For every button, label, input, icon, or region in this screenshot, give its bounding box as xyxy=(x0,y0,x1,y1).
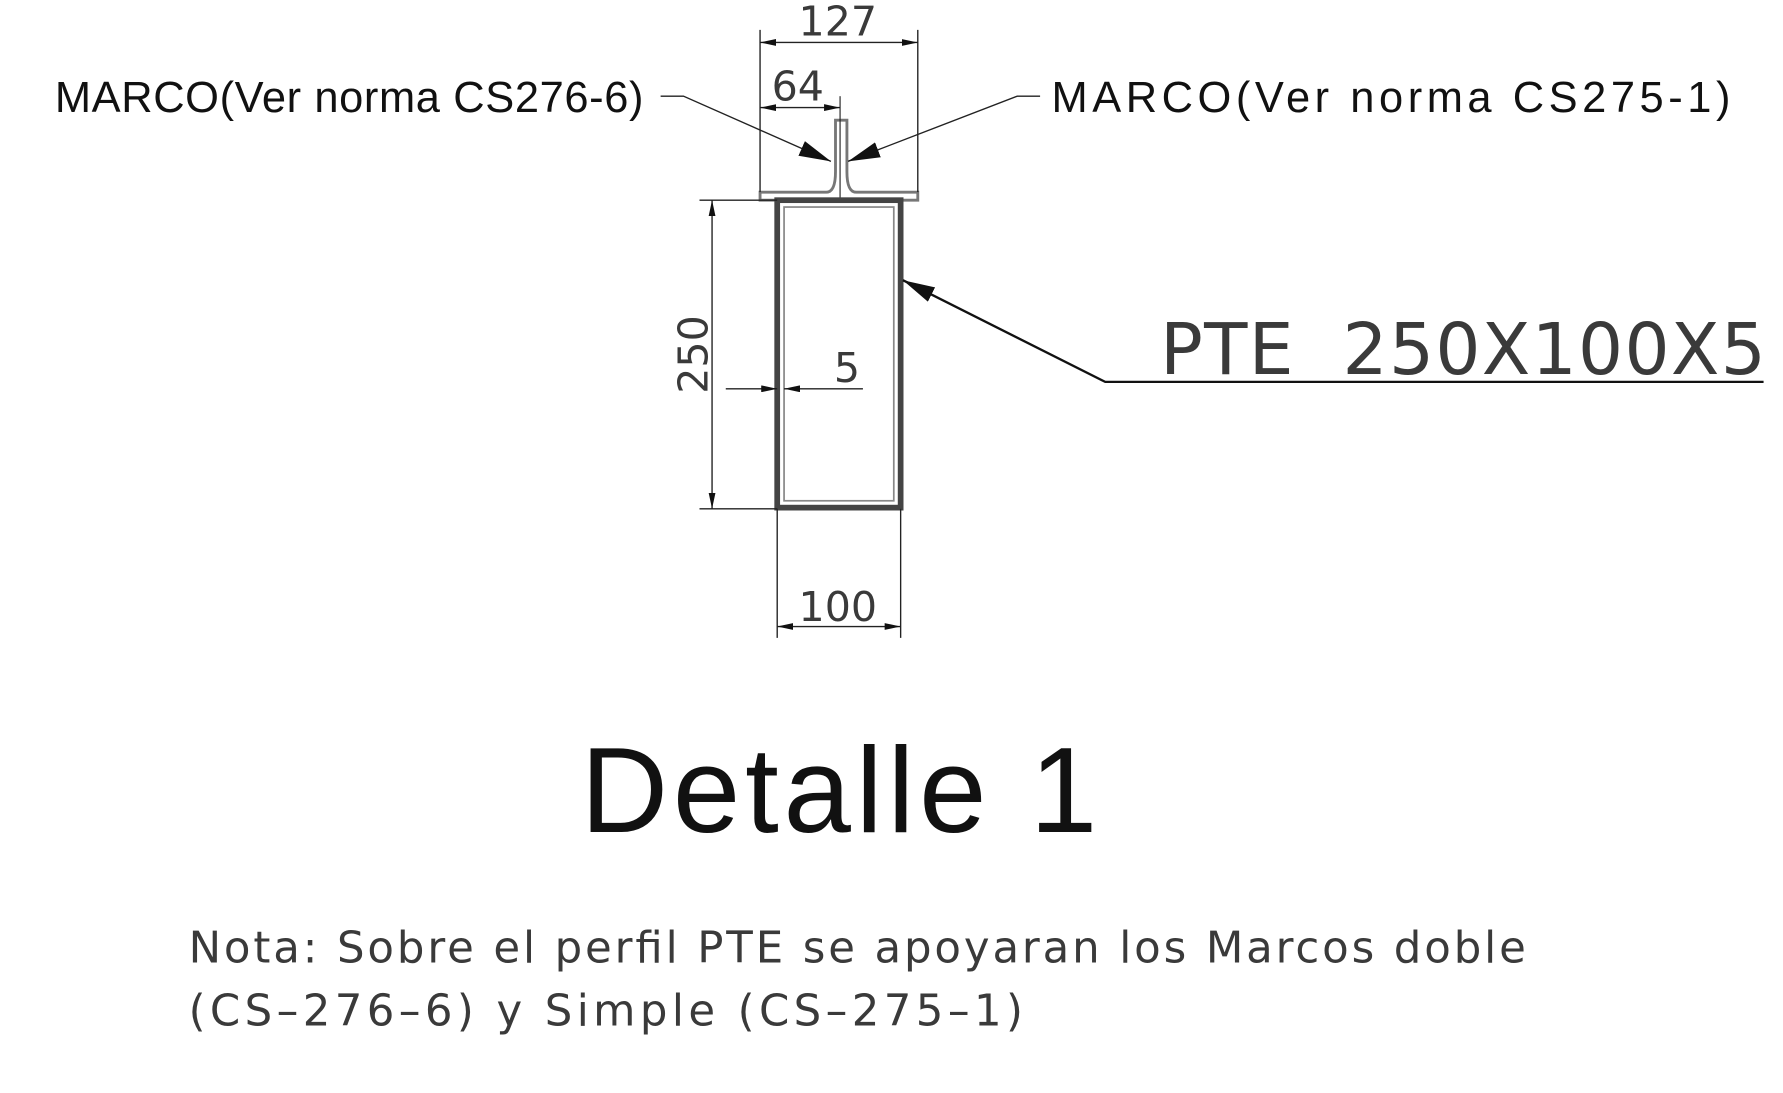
dimension-64: 64 xyxy=(760,63,841,112)
dimension-250-label: 250 xyxy=(669,315,717,394)
dimension-5-label: 5 xyxy=(834,344,860,392)
dimension-100-label: 100 xyxy=(799,583,878,631)
pte-tube-profile xyxy=(774,197,904,511)
dimension-100: 100 xyxy=(776,508,902,638)
dimension-127: 127 xyxy=(759,0,919,193)
dimension-250: 250 xyxy=(669,199,778,510)
frame-t-profile xyxy=(758,96,920,202)
profile-callout: PTE 250X100X5 xyxy=(902,279,1766,391)
left-callout: MARCO(Ver norma CS276-6) xyxy=(55,74,832,162)
right-callout: MARCO(Ver norma CS275-1) xyxy=(847,74,1731,162)
dimension-64-label: 64 xyxy=(772,63,824,111)
note-line-1: Nota: Sobre el perfil PTE se apoyaran lo… xyxy=(189,924,1526,974)
dimension-thickness: 5 xyxy=(725,344,863,393)
left-callout-label: MARCO(Ver norma CS276-6) xyxy=(55,74,644,122)
detail-title: Detalle 1 xyxy=(581,722,1098,858)
note-line-2: (CS–276–6) y Simple (CS–275–1) xyxy=(189,986,1023,1036)
right-callout-label: MARCO(Ver norma CS275-1) xyxy=(1052,74,1731,122)
profile-callout-label: PTE 250X100X5 xyxy=(1160,308,1766,391)
dimension-127-label: 127 xyxy=(799,0,878,46)
